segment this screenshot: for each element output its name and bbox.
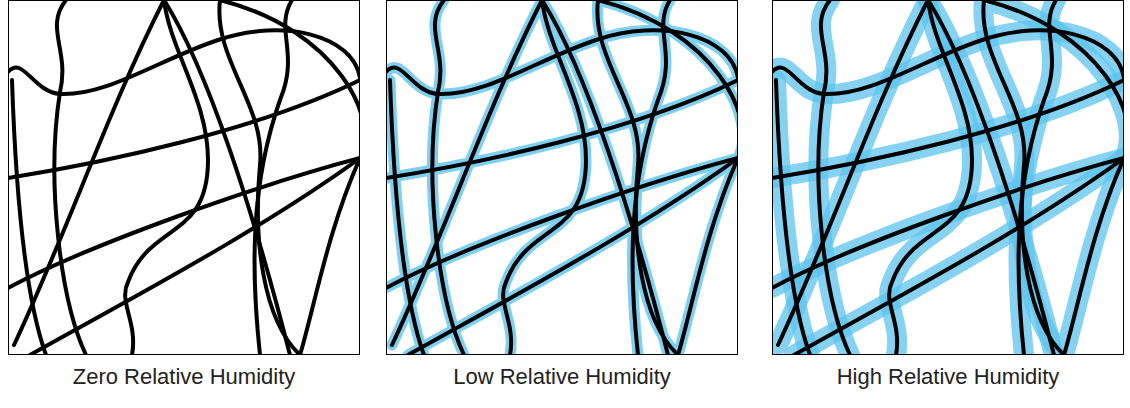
panel-caption: Zero Relative Humidity (0, 364, 379, 390)
humidity-panel: High Relative Humidity (772, 0, 1124, 355)
humidity-panel: Zero Relative Humidity (8, 0, 360, 355)
panel-caption: Low Relative Humidity (367, 364, 757, 390)
panel-caption: High Relative Humidity (753, 364, 1130, 390)
high-humidity-fibers (772, 0, 1124, 355)
low-humidity-fibers (386, 0, 738, 355)
humidity-panel: Low Relative Humidity (386, 0, 738, 355)
dry-fibers (8, 0, 360, 355)
